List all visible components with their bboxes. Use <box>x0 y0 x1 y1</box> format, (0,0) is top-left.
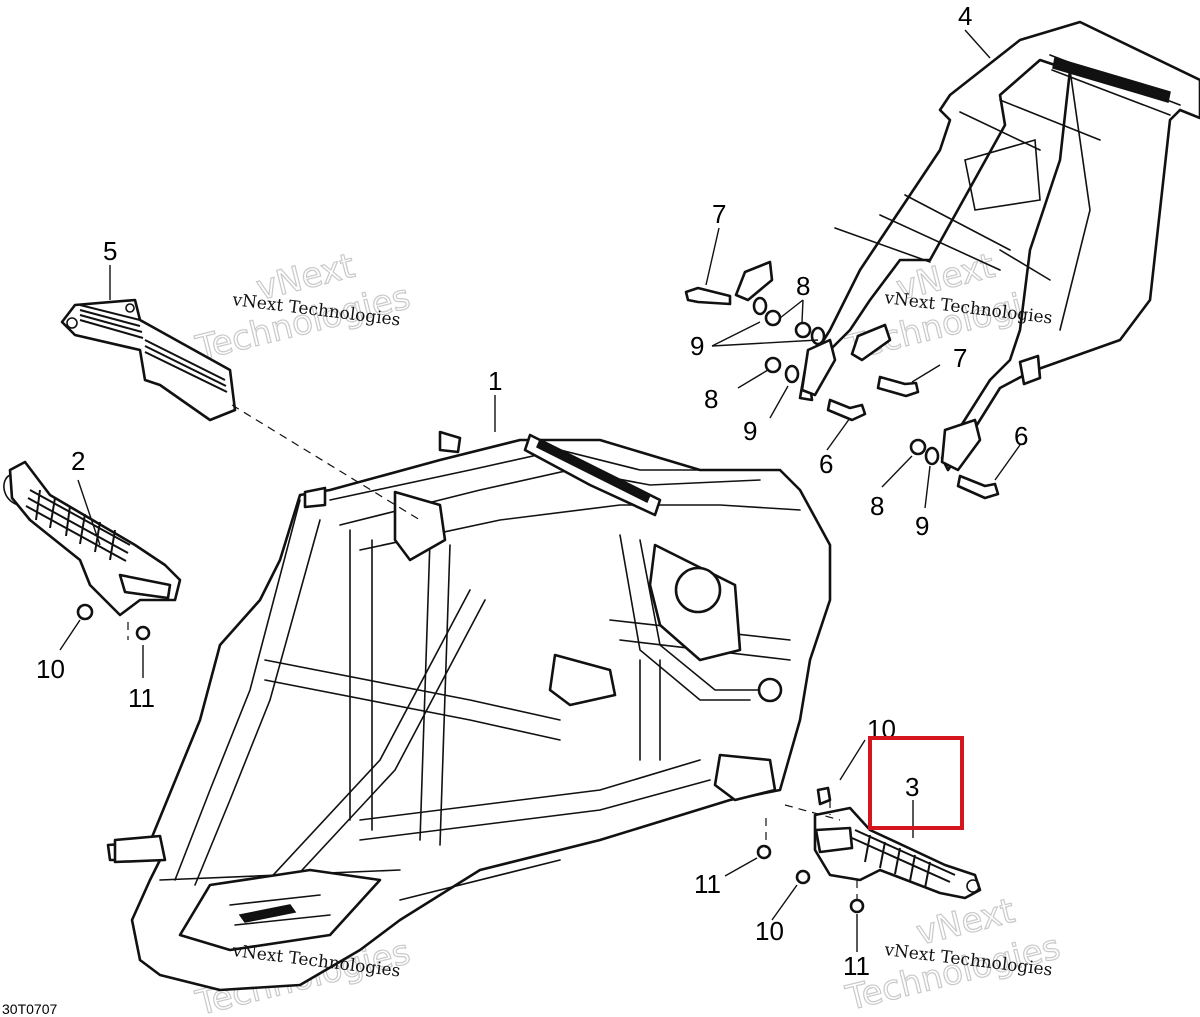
callout-7-lower: 7 <box>953 343 967 373</box>
leader-lines <box>59 29 1021 952</box>
nut-11-left <box>135 625 151 641</box>
callout-10-left: 10 <box>36 654 65 684</box>
callout-8-middle: 8 <box>704 384 718 414</box>
callout-6-upper: 6 <box>819 449 833 479</box>
callout-4: 4 <box>958 1 972 31</box>
callout-11-right-lower: 11 <box>843 951 870 981</box>
callout-11-right-left: 11 <box>694 869 721 899</box>
bolt-10-right-lower <box>795 869 811 885</box>
callout-5: 5 <box>103 236 117 266</box>
nut-11-right-left <box>756 844 772 860</box>
nut-8-c <box>764 356 782 374</box>
heat-shield-part-5 <box>60 298 237 422</box>
highlight-box-callout-3 <box>868 736 964 830</box>
bolt-10-right-upper <box>816 786 832 806</box>
callout-labels: 4 5 7 8 9 7 1 8 9 6 6 2 8 9 10 11 10 3 1… <box>36 1 1028 981</box>
callout-8-upper: 8 <box>796 271 810 301</box>
frame-pivot-hole <box>674 566 722 614</box>
drawing-code: 30T0707 <box>2 1001 57 1017</box>
rear-subframe-part-4 <box>734 20 1200 472</box>
callout-8-lower: 8 <box>870 491 884 521</box>
bolt-7-lower <box>876 375 920 398</box>
bolt-6-lower <box>956 474 1000 500</box>
bolt-6-upper <box>826 398 867 422</box>
callout-9-upper: 9 <box>690 331 704 361</box>
washer-9-c <box>784 364 800 384</box>
nut-8-b <box>794 321 812 339</box>
left-footpeg-part-2 <box>3 460 182 617</box>
assembly-lines <box>127 404 858 900</box>
fasteners <box>76 286 1000 914</box>
callout-10-right-lower: 10 <box>755 916 784 946</box>
washer-9-b <box>810 326 826 346</box>
main-frame-part-1 <box>106 430 832 992</box>
nut-8-d <box>909 438 927 456</box>
callout-3: 3 <box>905 772 919 802</box>
bolt-10-left <box>76 603 94 621</box>
bolt-7-upper <box>684 286 732 306</box>
callout-6-lower: 6 <box>1014 421 1028 451</box>
washer-9-d <box>924 446 940 466</box>
callout-11-left: 11 <box>128 683 155 713</box>
nut-11-right-lower <box>849 898 865 914</box>
right-footpeg-part-3 <box>813 806 982 900</box>
washer-9-a <box>752 296 768 316</box>
nut-8-a <box>764 309 782 327</box>
callout-9-middle: 9 <box>743 416 757 446</box>
callout-9-lower: 9 <box>915 511 929 541</box>
callout-1: 1 <box>488 366 502 396</box>
frame-mount-hole <box>757 677 783 703</box>
callout-2: 2 <box>71 446 85 476</box>
callout-7-upper: 7 <box>712 199 726 229</box>
